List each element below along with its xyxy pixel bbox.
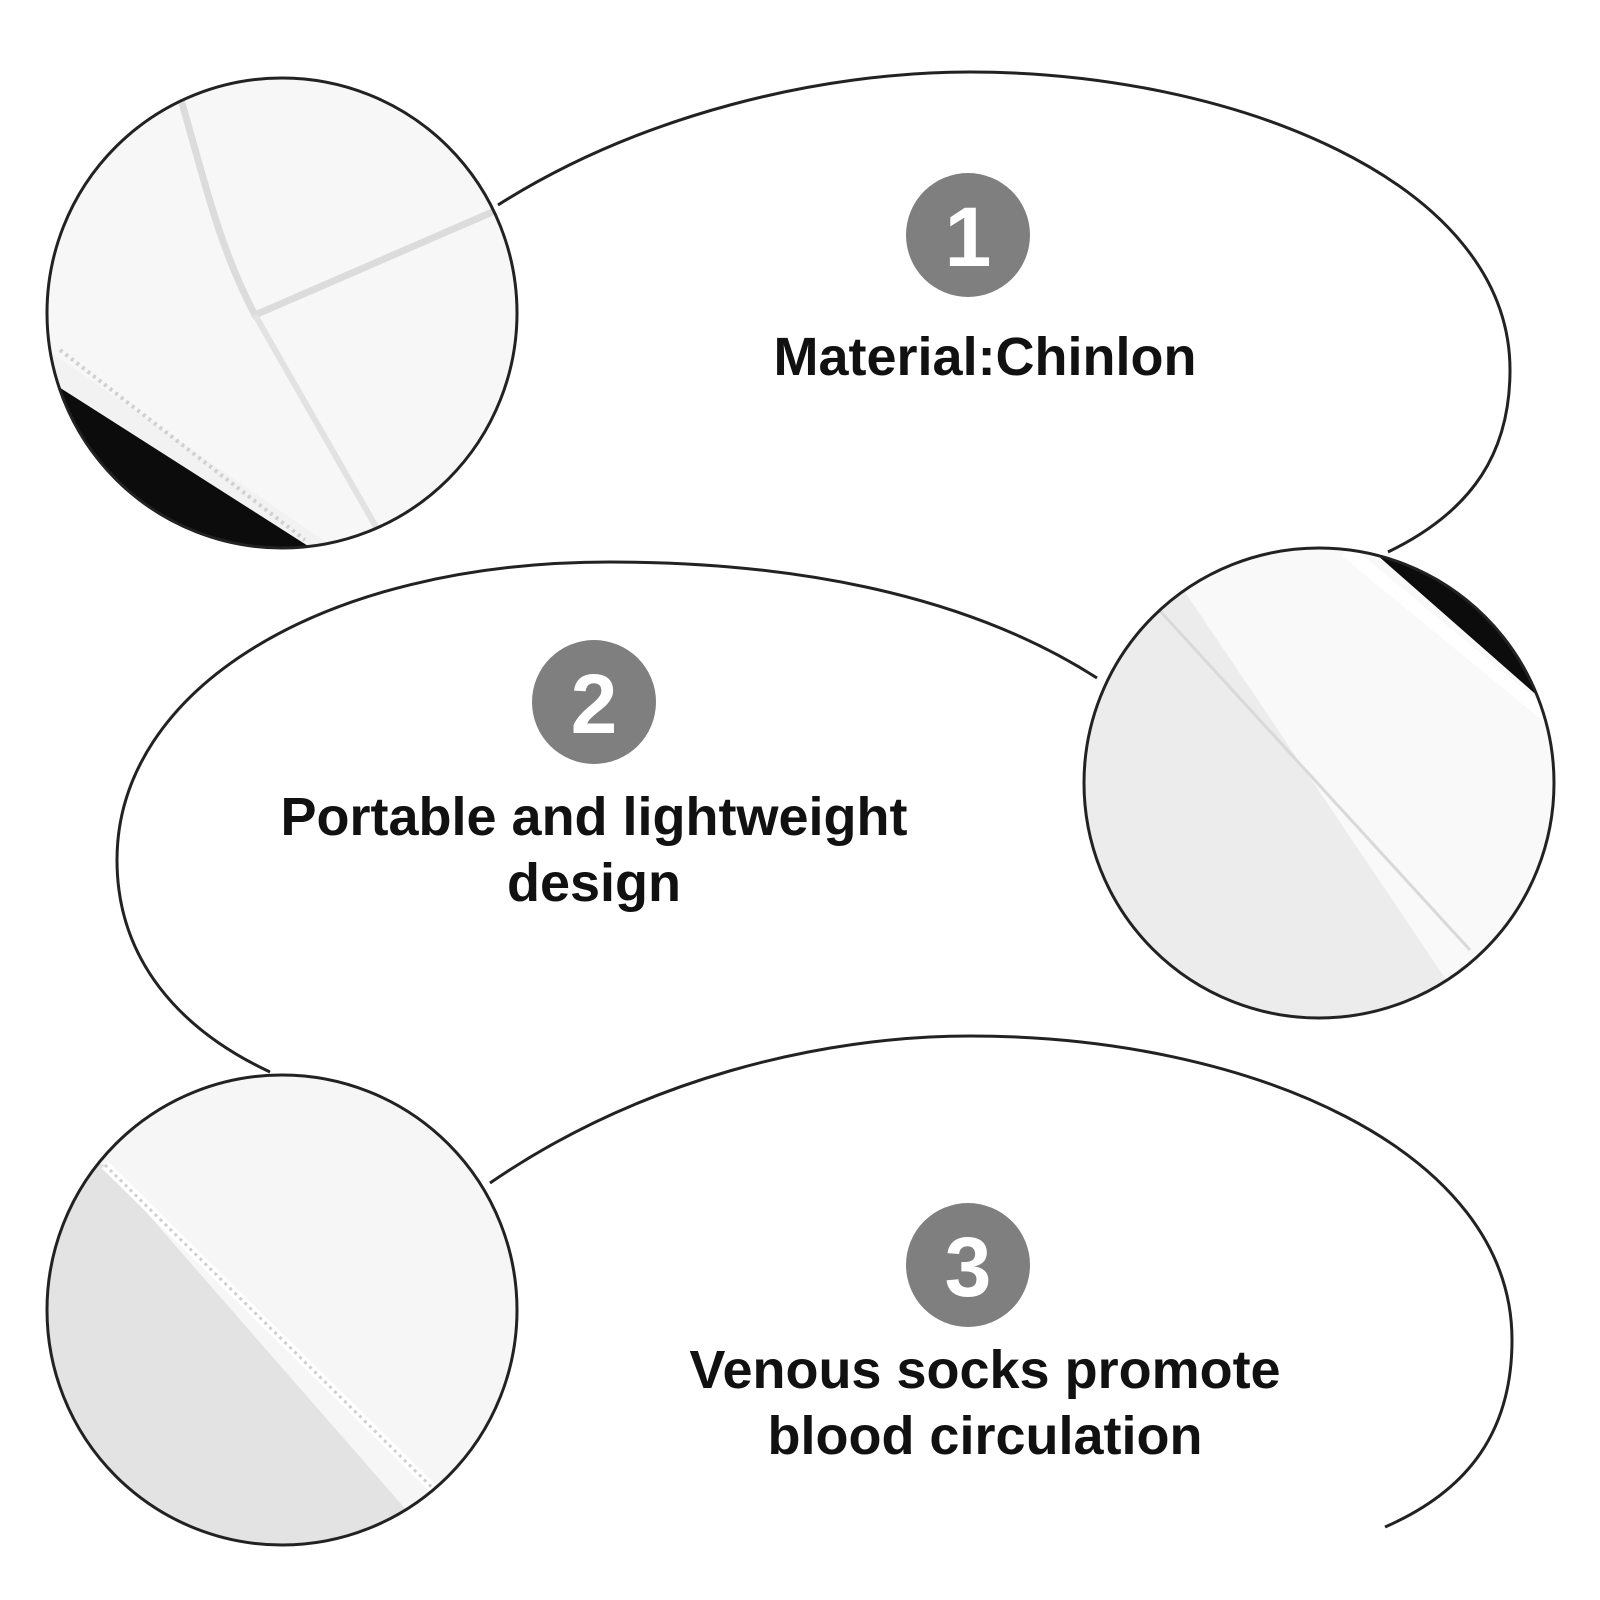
fabric-detail-image-3 bbox=[45, 1073, 519, 1547]
feature-2: 2 Portable and lightweight design bbox=[280, 640, 908, 913]
number-label-2: 2 bbox=[571, 657, 618, 751]
feature-text-3-line-2: blood circulation bbox=[767, 1406, 1202, 1466]
fabric-detail-image-1 bbox=[45, 76, 519, 550]
feature-text-3-line-1: Venous socks promote bbox=[689, 1340, 1280, 1400]
feature-text-2-line-1: Portable and lightweight bbox=[280, 787, 907, 847]
outline-arc-3 bbox=[489, 1034, 1514, 1529]
fabric-detail-image-2 bbox=[1082, 546, 1556, 1020]
outline-arc-2 bbox=[115, 560, 1098, 1074]
number-badge-2 bbox=[532, 640, 656, 764]
number-label-1: 1 bbox=[945, 190, 992, 284]
feature-1: 1 Material:Chinlon bbox=[773, 173, 1197, 387]
number-badge-3 bbox=[906, 1203, 1030, 1327]
feature-3: 3 Venous socks promote blood circulation bbox=[689, 1203, 1281, 1466]
outline-arc-1 bbox=[497, 70, 1512, 554]
feature-text-1: Material:Chinlon bbox=[773, 327, 1196, 387]
number-badge-1 bbox=[906, 173, 1030, 297]
feature-text-2-line-2: design bbox=[507, 853, 681, 913]
number-label-3: 3 bbox=[945, 1220, 992, 1314]
